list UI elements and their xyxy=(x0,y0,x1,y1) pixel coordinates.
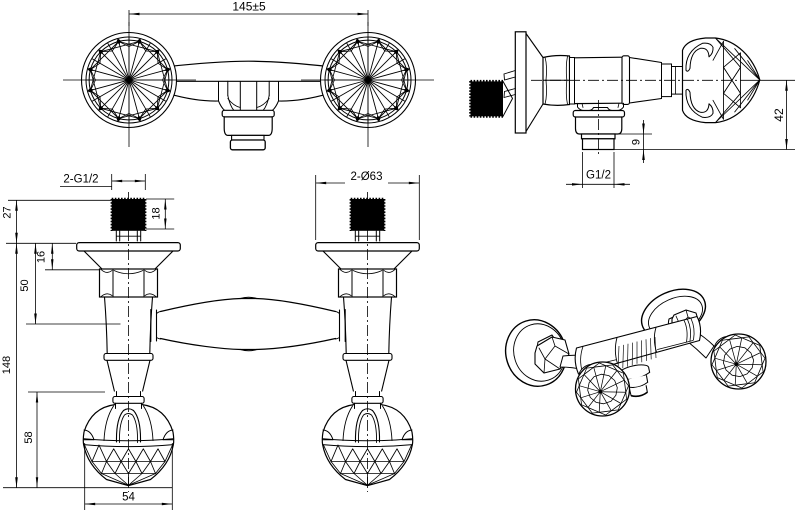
svg-text:54: 54 xyxy=(122,492,135,504)
svg-text:50: 50 xyxy=(19,279,31,291)
svg-text:2-G1/2: 2-G1/2 xyxy=(63,174,98,186)
svg-text:58: 58 xyxy=(23,431,35,443)
svg-text:2-Ø63: 2-Ø63 xyxy=(351,171,383,183)
svg-text:145±5: 145±5 xyxy=(232,0,266,14)
svg-text:16: 16 xyxy=(36,251,48,263)
svg-text:42: 42 xyxy=(772,108,786,122)
svg-text:27: 27 xyxy=(2,206,14,218)
svg-text:9: 9 xyxy=(631,139,643,145)
svg-text:18: 18 xyxy=(151,207,163,219)
svg-text:G1/2: G1/2 xyxy=(586,170,611,182)
svg-text:148: 148 xyxy=(1,356,13,374)
